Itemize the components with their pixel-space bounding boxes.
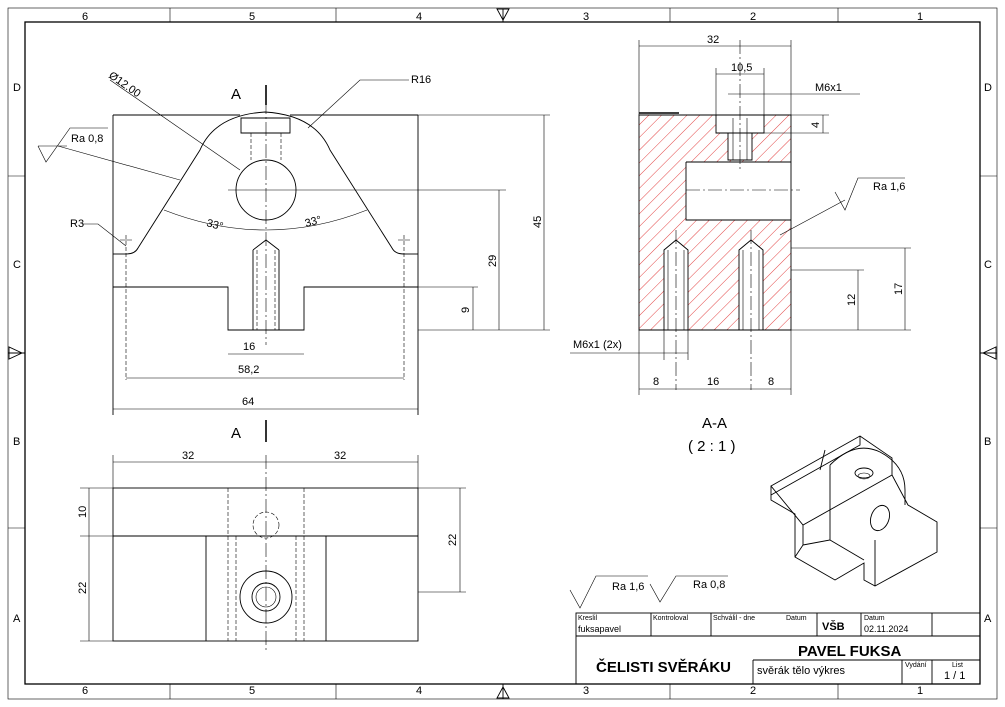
row-right-a: A [984,613,992,625]
sec-dim-32: 32 [707,34,719,46]
dim-22-left: 22 [77,582,89,594]
zone-bottom-1: 1 [917,685,923,697]
section-mark-bottom: A [231,425,241,442]
zone-top-6: 6 [82,11,88,23]
zone-top-2: 2 [750,11,756,23]
angle-left-label: 33° [205,217,224,233]
ra-front-label: Ra 0,8 [71,133,103,145]
section-hatch [639,115,791,330]
zone-bottom-3: 3 [583,685,589,697]
sec-dim-4: 4 [810,122,822,128]
ra-section-label: Ra 1,6 [873,181,905,193]
dim-16: 16 [243,341,255,353]
date-value: 02.11.2024 [864,624,908,634]
m6x1-label: M6x1 [815,82,842,94]
dim-32-right: 32 [334,450,346,462]
section-caption: A-A [702,415,727,432]
ra-general-label: Ra 1,6 [612,581,644,593]
m6x1-2x-label: M6x1 (2x) [573,339,622,351]
row-left-c: C [13,259,21,271]
top-view: 32 32 10 22 22 [77,450,466,650]
drawn-label: Kreslil [578,615,598,622]
dim-9: 9 [460,307,472,313]
sheet-frame [7,7,998,700]
title-block: Kreslil fuksapavel Kontroloval Schválil … [575,612,981,685]
dim-64: 64 [242,396,254,408]
dim-45: 45 [532,216,544,228]
date-label-2: Datum [864,615,885,622]
dim-32-left: 32 [182,450,194,462]
sheet-label: List [952,662,963,669]
author-name: PAVEL FUKSA [798,643,902,660]
section-scale: ( 2 : 1 ) [688,438,736,455]
approved-label: Schválil - dne [713,615,755,622]
zone-top-1: 1 [917,11,923,23]
sec-dim-17: 17 [893,283,905,295]
sec-dim-10-5: 10,5 [731,62,752,74]
zone-top-5: 5 [249,11,255,23]
zone-bottom-5: 5 [249,685,255,697]
school-label: VŠB [822,620,845,633]
sheet-value: 1 / 1 [944,670,965,682]
front-view: A A 33° 33° Ø12.00 R16 R3 Ra 0,8 16 58,2… [37,70,550,442]
drawn-value: fuksapavel [578,624,621,634]
diameter-label: Ø12.00 [106,70,142,101]
dim-29: 29 [487,255,499,267]
isometric-view [770,435,938,587]
r3-label: R3 [70,218,84,230]
row-left-b: B [13,436,20,448]
angle-right-label: 33° [304,214,323,230]
row-right-b: B [984,436,991,448]
surface-finish-symbols: Ra 1,6 Ra 0,8 [569,575,728,609]
sec-dim-8-left: 8 [653,376,659,388]
section-view: 32 10,5 M6x1 4 Ra 1,6 12 17 8 16 8 M6x1 … [570,34,911,455]
issue-label: Vydání [905,662,927,669]
zone-bottom-2: 2 [750,685,756,697]
row-right-d: D [984,82,992,94]
zone-bottom-6: 6 [82,685,88,697]
sec-dim-12: 12 [846,294,858,306]
date-label-1: Datum [786,615,807,622]
part-name: ČELISTI SVĚRÁKU [596,658,731,676]
row-left-a: A [13,613,21,625]
sec-dim-8-right: 8 [768,376,774,388]
row-left-d: D [13,82,21,94]
zone-top-3: 3 [583,11,589,23]
section-mark-top: A [231,86,241,103]
row-right-c: C [984,259,992,271]
dim-58: 58,2 [238,364,259,376]
r16-label: R16 [411,74,431,86]
zone-labels: 6 5 4 3 2 1 6 5 4 3 2 1 D C B A D C B A [13,11,992,697]
drawing-name: svěrák tělo výkres [757,665,846,677]
zone-top-4: 4 [416,11,422,23]
checked-label: Kontroloval [653,615,688,622]
dim-10: 10 [77,506,89,518]
ra-extra-label: Ra 0,8 [693,579,725,591]
zone-bottom-4: 4 [416,685,422,697]
sec-dim-16: 16 [707,376,719,388]
dim-22-right: 22 [447,534,459,546]
